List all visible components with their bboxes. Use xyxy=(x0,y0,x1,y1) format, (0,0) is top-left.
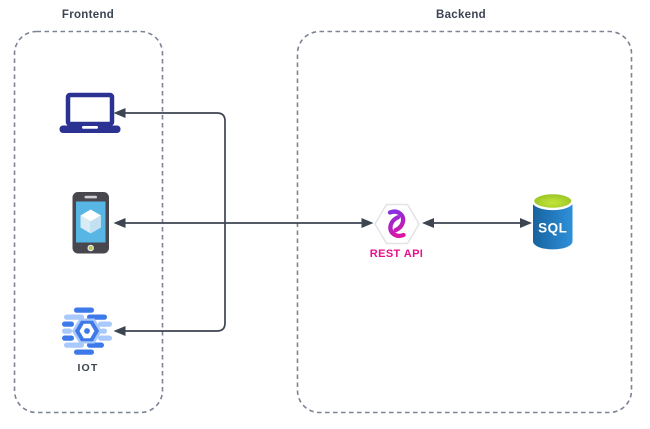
arrowhead-into-restapi-left xyxy=(361,218,374,228)
tablet-home-dot xyxy=(88,246,93,250)
mobile-tablet-icon xyxy=(72,192,109,254)
backend-group-box xyxy=(296,30,633,414)
iot-hex-dot xyxy=(84,328,90,334)
cube-icon xyxy=(80,209,101,234)
rest-api-hexagon-icon xyxy=(374,203,420,245)
arrowhead-into-sql xyxy=(520,218,532,228)
iot-label: IOT xyxy=(77,362,98,374)
api-symbol-top-hook xyxy=(387,209,406,233)
rest-api-label: REST API xyxy=(370,248,424,260)
laptop-screen xyxy=(65,92,115,127)
tablet-speaker xyxy=(84,195,97,199)
arrowhead-into-laptop xyxy=(113,108,126,118)
arrowhead-into-restapi-right xyxy=(422,218,434,228)
edge-branch-line xyxy=(125,112,226,332)
arrowhead-into-iot xyxy=(113,326,126,336)
iot-chip-icon xyxy=(62,307,112,355)
frontend-group-label: Frontend xyxy=(62,9,114,21)
frontend-group-box xyxy=(13,30,164,414)
sql-label: SQL xyxy=(538,221,567,236)
backend-group-label: Backend xyxy=(436,9,486,21)
arrowhead-into-mobile xyxy=(113,218,126,228)
edge-branch-laptop-iot xyxy=(113,108,226,336)
edge-mobile-restapi xyxy=(113,218,374,228)
hexagon-shape xyxy=(374,203,420,245)
api-symbol-bottom-hook xyxy=(388,215,406,238)
sql-cylinder-top xyxy=(531,191,574,211)
laptop-base xyxy=(59,125,121,133)
sql-cylinder-body xyxy=(533,201,573,250)
laptop-icon xyxy=(59,92,121,133)
laptop-base-notch xyxy=(82,126,98,129)
sql-database-icon: SQL xyxy=(531,191,574,250)
edge-restapi-sql xyxy=(422,218,532,228)
